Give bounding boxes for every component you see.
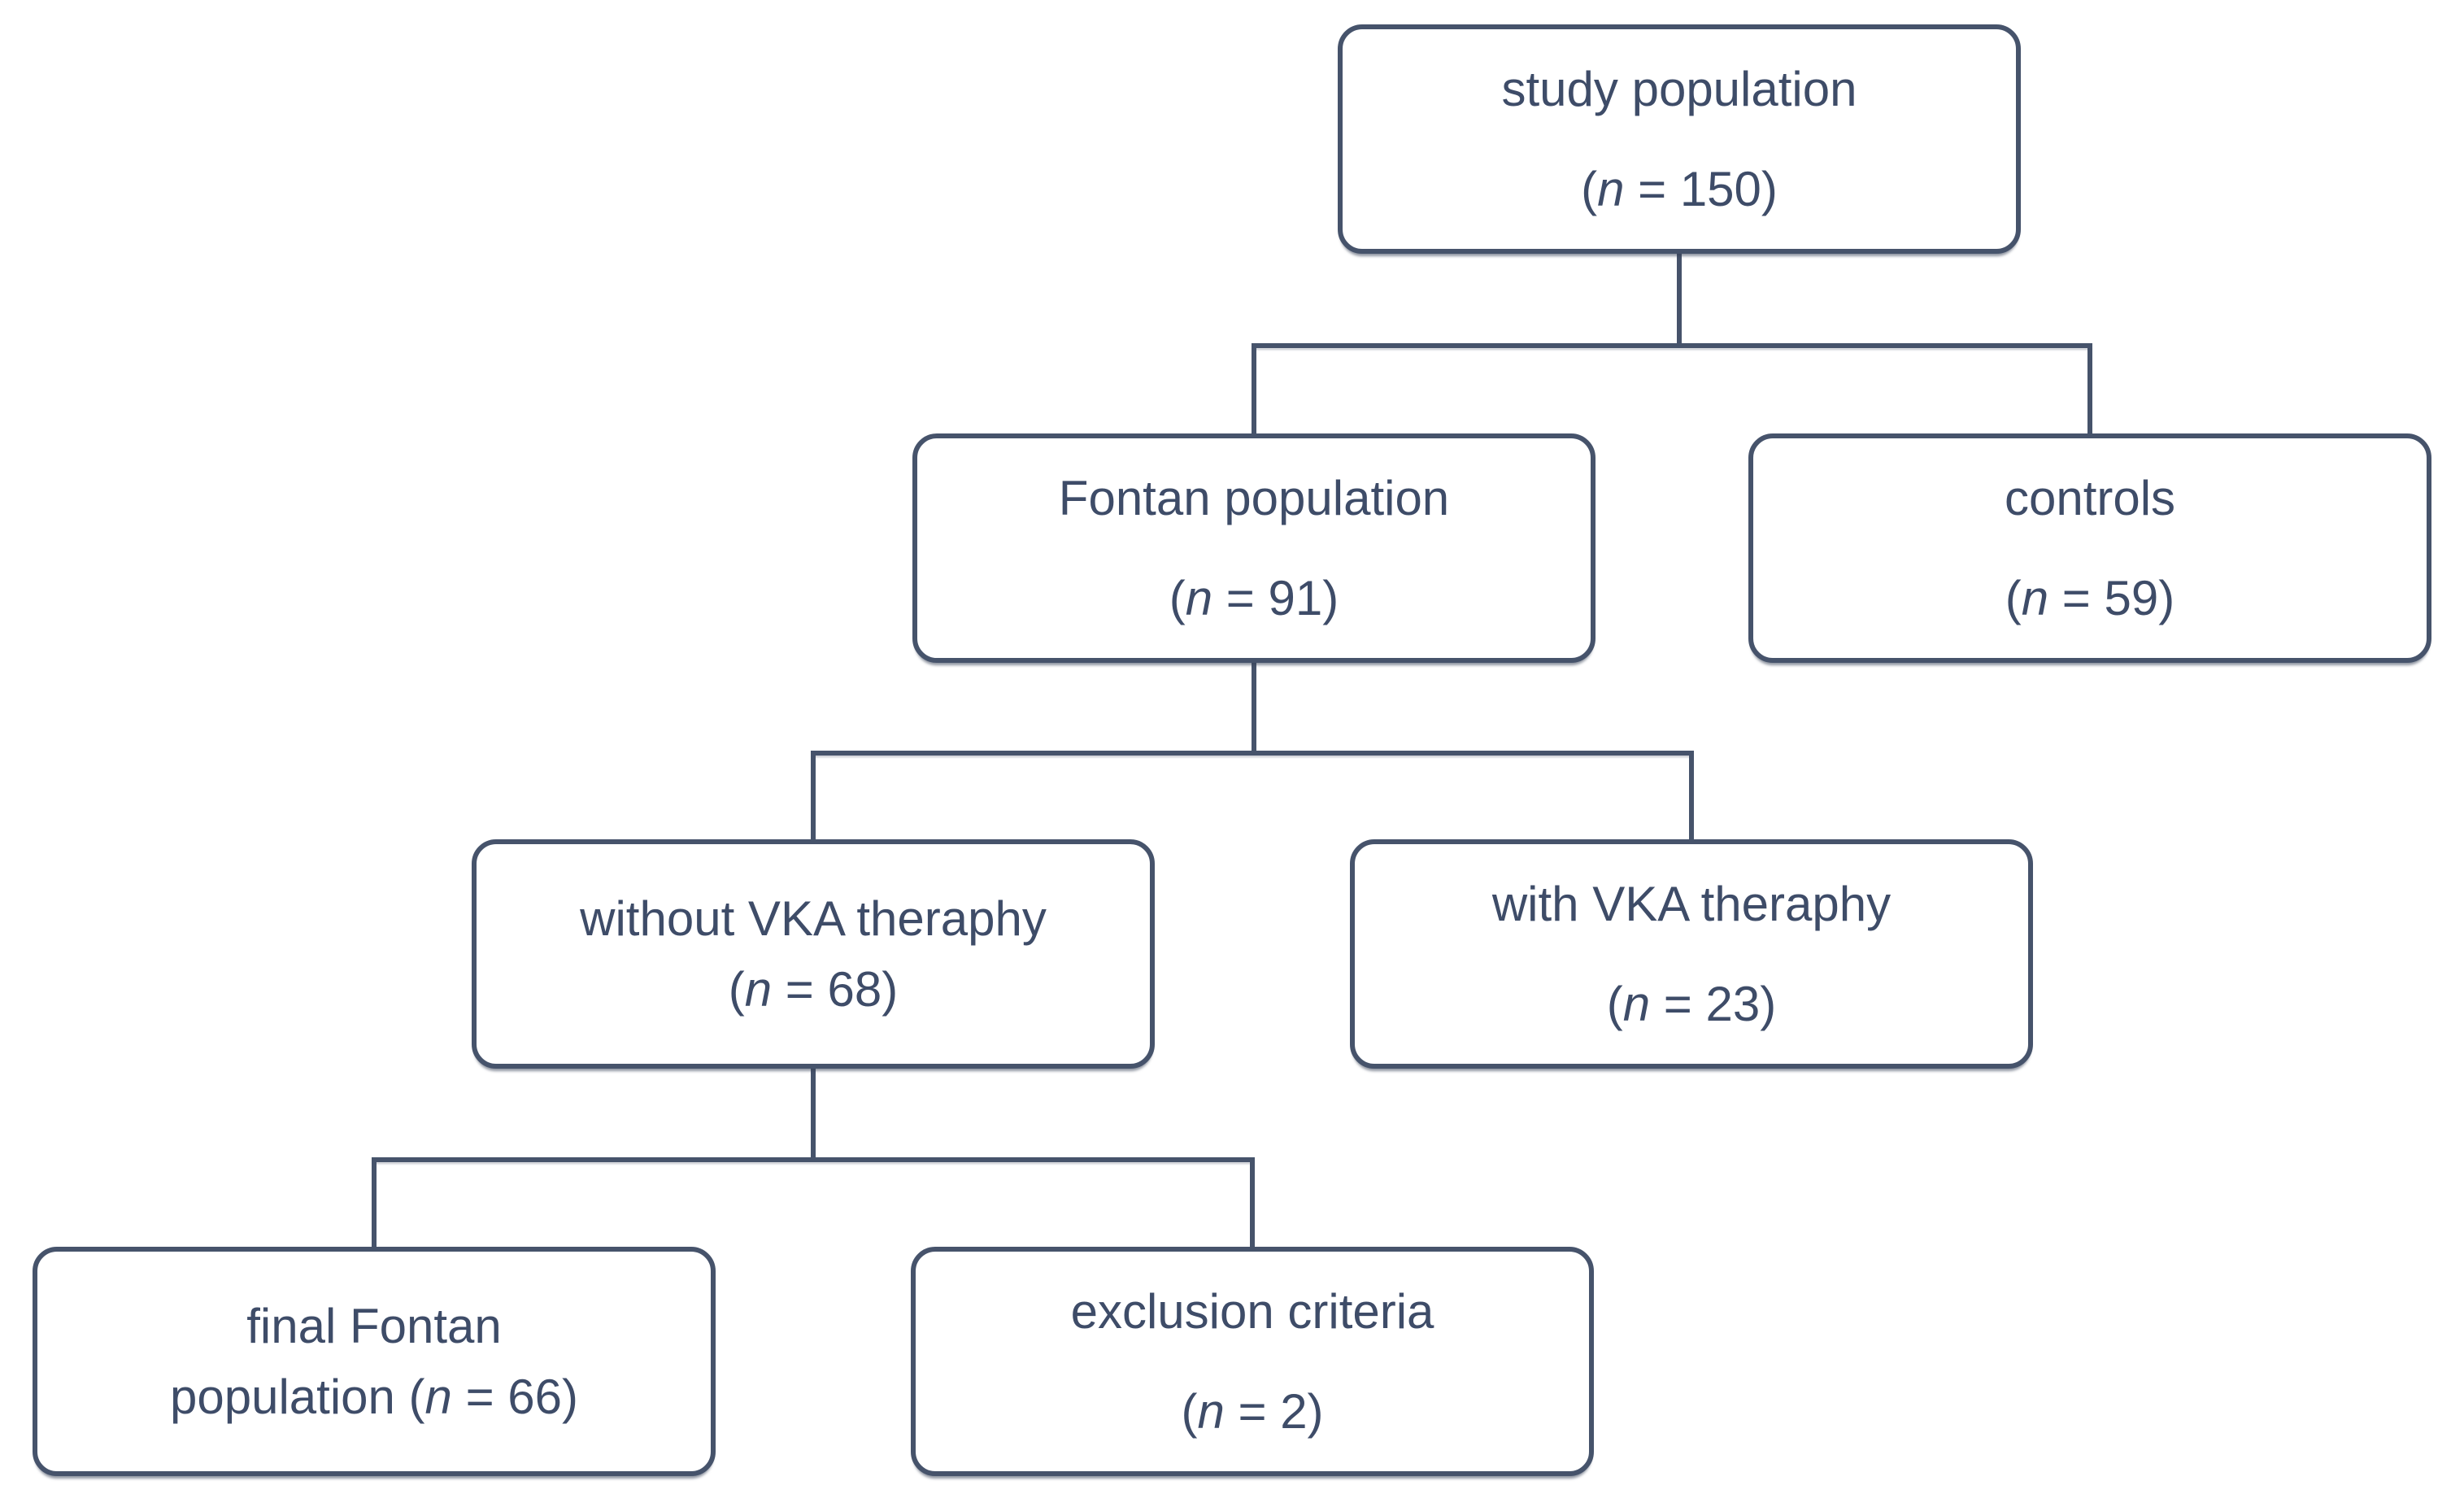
connector-without-vka-down xyxy=(811,1068,816,1162)
connector-fontan-down xyxy=(1252,663,1256,756)
n-open: ( xyxy=(1181,1384,1198,1439)
connector-final-fontan-drop xyxy=(372,1157,377,1252)
connector-level4-horizontal xyxy=(372,1157,1255,1162)
connector-level2-horizontal xyxy=(1252,343,2092,348)
n-close: = 23) xyxy=(1650,977,1777,1031)
connector-study-down xyxy=(1677,254,1682,348)
connector-controls-drop xyxy=(2087,343,2092,438)
connector-fontan-drop xyxy=(1252,343,1256,438)
node-count: (n = 2) xyxy=(1181,1376,1323,1447)
node-title: with VKA theraphy xyxy=(1491,877,1892,931)
node-title: exclusion criteria xyxy=(1070,1284,1434,1339)
node-title: study population xyxy=(1501,62,1857,116)
node-count: (n = 150) xyxy=(1581,154,1778,224)
n-symbol: n xyxy=(1197,1384,1225,1439)
n-close: = 59) xyxy=(2048,571,2175,625)
n-symbol: n xyxy=(1185,571,1213,625)
n-symbol: n xyxy=(1622,977,1651,1031)
node-without-vka-therapy: without VKA theraphy (n = 68) xyxy=(472,839,1155,1069)
node-count: (n = 91) xyxy=(1169,563,1339,634)
n-symbol: n xyxy=(1597,162,1625,216)
node-count: (n = 23) xyxy=(1607,969,1776,1039)
node-final-fontan-population: final Fontan population (n = 66) xyxy=(33,1247,716,1476)
n-close: = 2) xyxy=(1224,1384,1324,1439)
n-close: = 68) xyxy=(772,962,899,1017)
n-symbol: n xyxy=(424,1370,452,1424)
n-open: ( xyxy=(1581,162,1598,216)
node-controls: controls (n = 59) xyxy=(1748,433,2431,663)
node-with-vka-therapy: with VKA theraphy (n = 23) xyxy=(1350,839,2033,1069)
n-open: ( xyxy=(2005,571,2022,625)
n-open: ( xyxy=(1606,977,1623,1031)
n-symbol: n xyxy=(744,962,773,1017)
node-exclusion-criteria: exclusion criteria (n = 2) xyxy=(911,1247,1594,1476)
connector-level3-horizontal xyxy=(811,751,1694,756)
n-open: ( xyxy=(728,962,745,1017)
n-close: = 91) xyxy=(1212,571,1339,625)
node-title: Fontan population xyxy=(1058,471,1450,525)
n-close: = 150) xyxy=(1624,162,1778,216)
node-fontan-population: Fontan population (n = 91) xyxy=(912,433,1596,663)
connector-with-vka-drop xyxy=(1689,751,1694,844)
node-count: (n = 68) xyxy=(729,954,898,1025)
connector-exclusion-drop xyxy=(1250,1157,1255,1252)
node-count: population (n = 66) xyxy=(170,1361,578,1432)
n-open: ( xyxy=(1169,571,1186,625)
n-open: population ( xyxy=(169,1370,425,1424)
node-title: controls xyxy=(2004,471,2176,525)
n-close: = 66) xyxy=(451,1370,579,1424)
node-count: (n = 59) xyxy=(2005,563,2175,634)
node-title: without VKA theraphy xyxy=(580,891,1047,946)
node-title: final Fontan xyxy=(246,1299,502,1353)
node-study-population: study population (n = 150) xyxy=(1338,24,2021,254)
n-symbol: n xyxy=(2021,571,2049,625)
connector-without-vka-drop xyxy=(811,751,816,844)
